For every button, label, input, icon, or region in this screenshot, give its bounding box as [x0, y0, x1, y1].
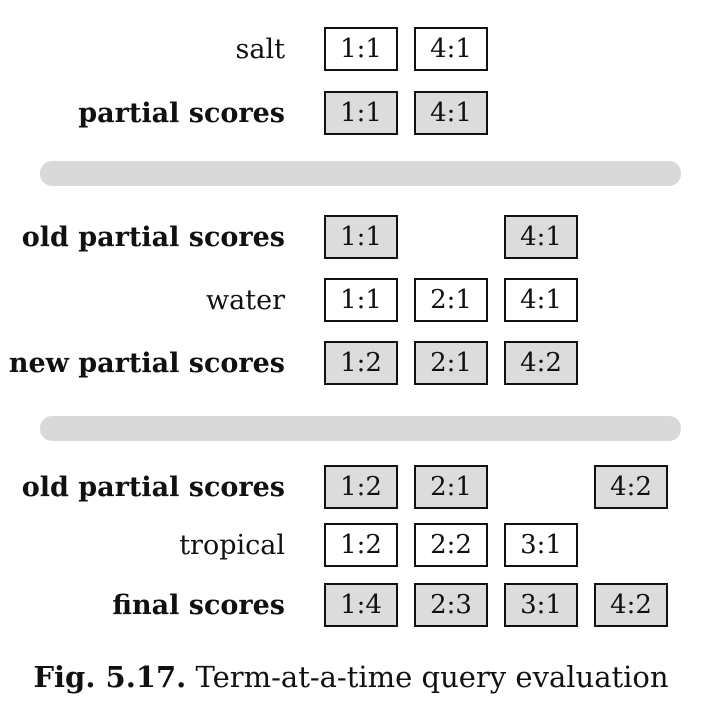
row-old-partial-scores-2: old partial scores 1:2 2:1 4:2: [0, 465, 702, 511]
score-cell: 1:2: [324, 465, 398, 509]
partial-scores-label: partial scores: [78, 98, 285, 129]
score-cell: 4:1: [504, 215, 578, 259]
row-tropical: tropical 1:2 2:2 3:1: [0, 523, 702, 569]
row-water: water 1:1 2:1 4:1: [0, 278, 702, 324]
figure-number: Fig. 5.17.: [33, 660, 187, 694]
posting-cell: 4:1: [414, 27, 488, 71]
score-cell: 1:2: [324, 341, 398, 385]
score-cell: 1:1: [324, 215, 398, 259]
row-salt: salt 1:1 4:1: [0, 27, 702, 73]
score-cell: 1:1: [324, 91, 398, 135]
posting-cell: 4:1: [504, 278, 578, 322]
posting-cell: 1:1: [324, 27, 398, 71]
row-final-scores: final scores 1:4 2:3 3:1 4:2: [0, 583, 702, 629]
score-cell: 3:1: [504, 583, 578, 627]
posting-cell: 1:1: [324, 278, 398, 322]
term-label-tropical: tropical: [179, 530, 285, 561]
posting-cell: 1:2: [324, 523, 398, 567]
score-cell: 4:1: [414, 91, 488, 135]
figure-caption: Fig. 5.17. Term-at-a-time query evaluati…: [0, 660, 702, 694]
section-divider: [40, 416, 681, 441]
figure-title: Term-at-a-time query evaluation: [186, 660, 669, 694]
score-cell: 4:2: [594, 465, 668, 509]
old-partial-scores-label: old partial scores: [21, 472, 285, 503]
score-cell: 2:1: [414, 465, 488, 509]
posting-cell: 2:2: [414, 523, 488, 567]
posting-cell: 2:1: [414, 278, 488, 322]
row-new-partial-scores: new partial scores 1:2 2:1 4:2: [0, 341, 702, 387]
score-cell: 2:3: [414, 583, 488, 627]
score-cell: 4:2: [594, 583, 668, 627]
final-scores-label: final scores: [112, 590, 285, 621]
score-cell: 1:4: [324, 583, 398, 627]
new-partial-scores-label: new partial scores: [8, 348, 285, 379]
term-label-water: water: [206, 285, 285, 316]
old-partial-scores-label: old partial scores: [21, 222, 285, 253]
row-old-partial-scores: old partial scores 1:1 4:1: [0, 215, 702, 261]
posting-cell: 3:1: [504, 523, 578, 567]
term-label-salt: salt: [235, 34, 285, 65]
section-divider: [40, 161, 681, 186]
row-partial-scores: partial scores 1:1 4:1: [0, 91, 702, 137]
score-cell: 2:1: [414, 341, 488, 385]
score-cell: 4:2: [504, 341, 578, 385]
